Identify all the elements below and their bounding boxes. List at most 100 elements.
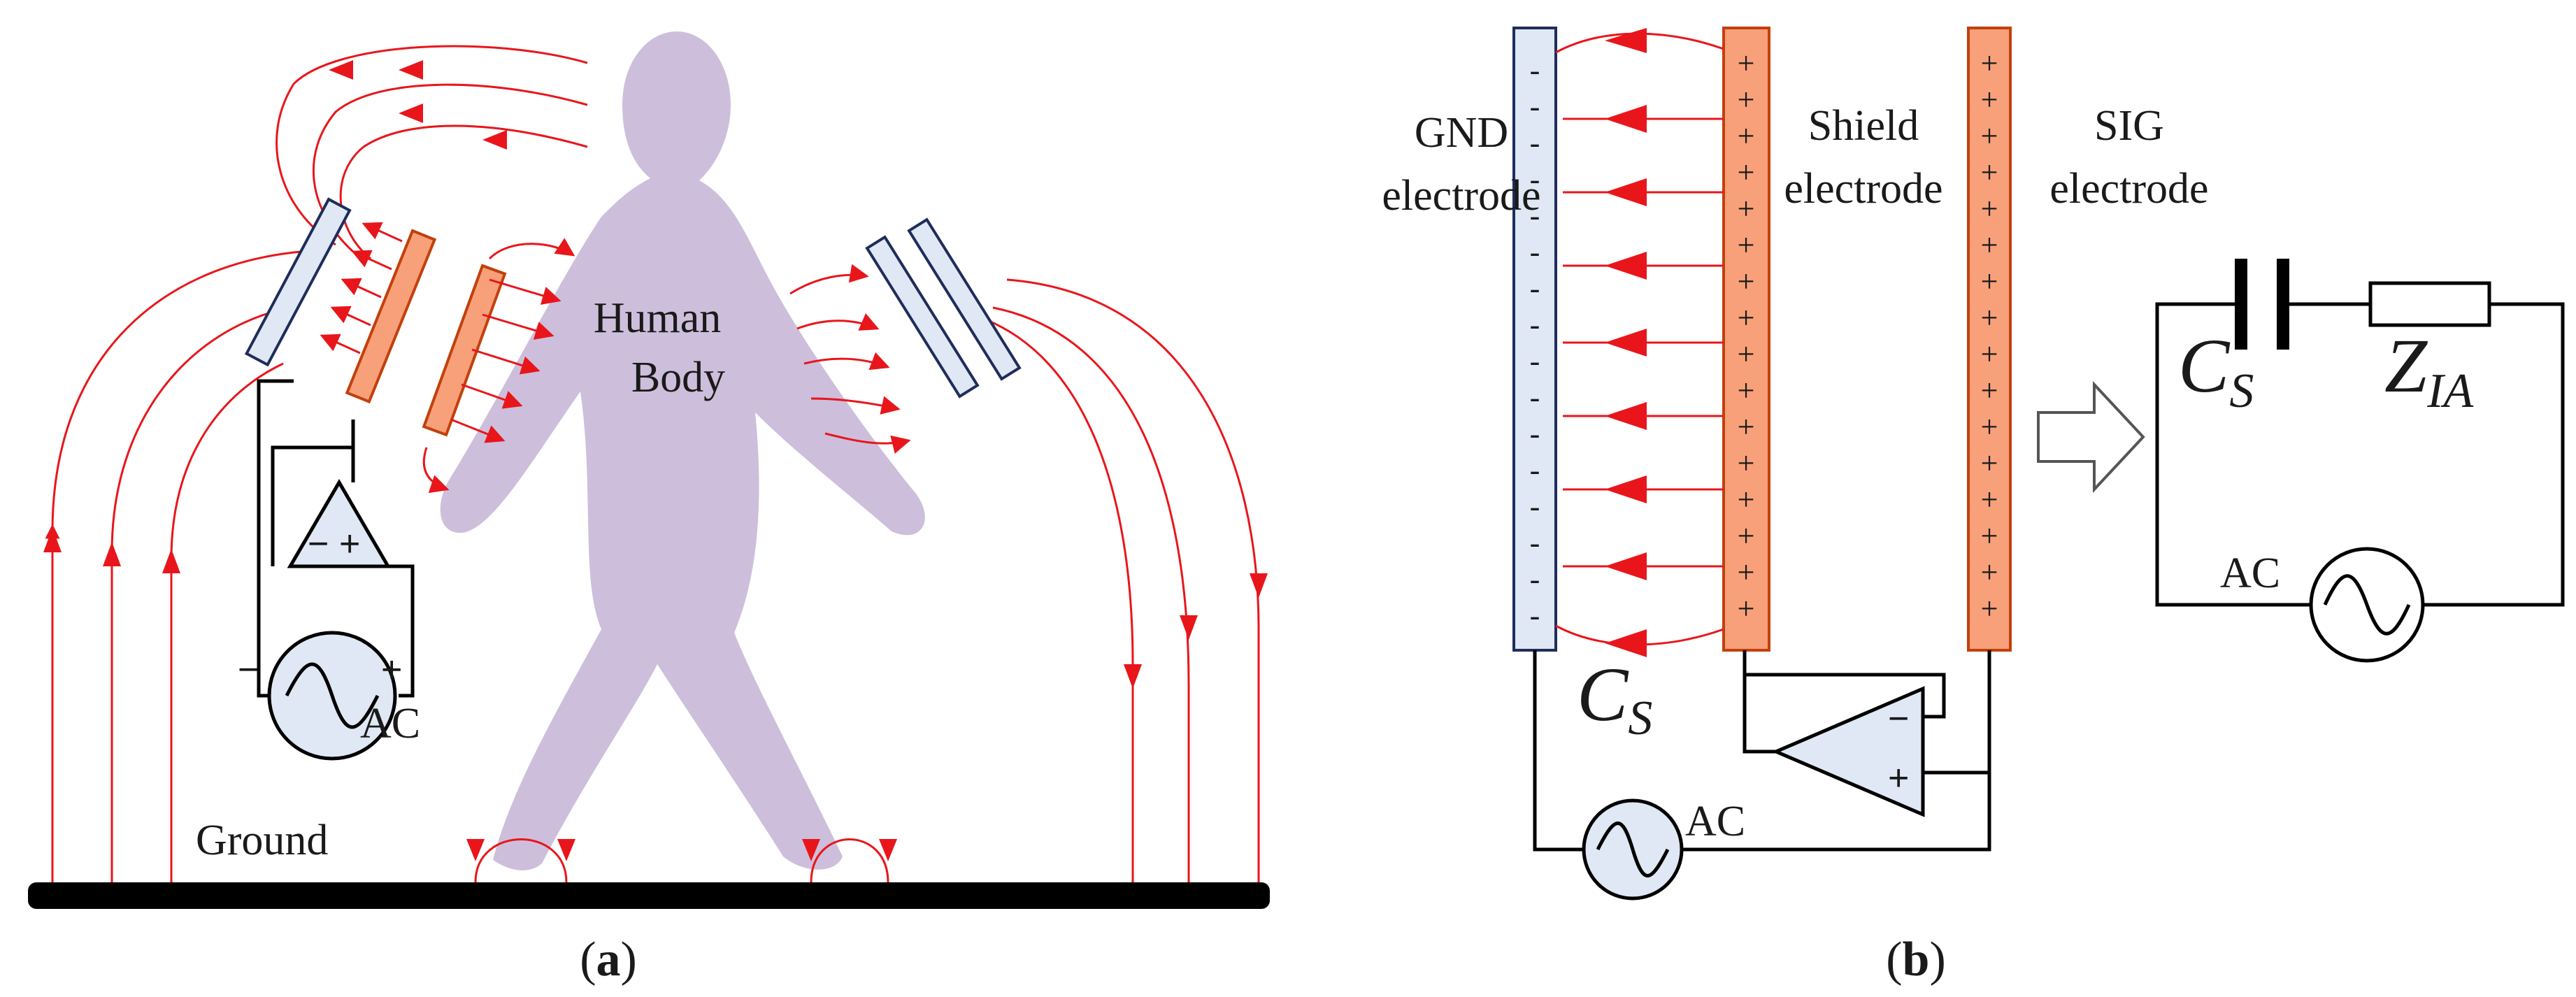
shield-charge-mark: + (1738, 410, 1755, 444)
gnd-charge-mark: - (1530, 235, 1540, 269)
sig-charge-mark: + (1981, 155, 1998, 189)
panel-b-cs-label: CS (1577, 652, 1652, 745)
sig-charge-mark: + (1981, 482, 1998, 517)
gnd-charge-mark: - (1530, 380, 1540, 415)
shield-charge-marks: ++++++++++++++++ (1738, 46, 1755, 626)
panel-a-op-amp-plus: + (339, 524, 360, 564)
foot-field-loops (474, 838, 889, 883)
shield-to-gnd-arrowheads (1605, 28, 1647, 657)
left-electrode-field-arrows (320, 222, 575, 494)
panel-a-op-amp-minus: − (308, 524, 329, 564)
sig-charge-marks: ++++++++++++++++ (1981, 46, 1998, 626)
equivalent-zia-label: ZIA (2384, 323, 2473, 418)
sig-charge-mark: + (1981, 301, 1998, 335)
right-return-arrows (1124, 573, 1268, 689)
sig-electrode-label-line1: SIG (2094, 102, 2164, 150)
shield-charge-mark: + (1738, 83, 1755, 117)
panel-b-op-amp (1771, 686, 1925, 817)
shield-charge-mark: + (1738, 155, 1755, 189)
equivalent-ac-label: AC (2220, 550, 2280, 597)
panel-b-ac-label: AC (1685, 798, 1745, 845)
right-arm-field-arrows (789, 264, 911, 454)
panel-b-op-amp-minus: − (1888, 698, 1909, 739)
gnd-charge-mark: - (1530, 417, 1540, 451)
gnd-charge-mark: - (1530, 162, 1540, 196)
panel-a-source-minus: − (238, 650, 259, 690)
gnd-charge-mark: - (1530, 598, 1540, 633)
ground-label: Ground (196, 817, 328, 864)
equivalent-circuit-wires (2155, 302, 2565, 607)
sig-charge-mark: + (1981, 192, 1998, 226)
panel-a-caption: (a) (580, 933, 637, 987)
gnd-charge-mark: - (1530, 344, 1540, 378)
body-side-electrode (422, 264, 507, 437)
foot-field-arrows (466, 839, 897, 861)
panel-a: Human Body Ground (28, 31, 1270, 987)
panel-a-op-amp (287, 479, 392, 568)
gnd-charge-mark: - (1530, 489, 1540, 524)
human-body-label-line2: Body (631, 354, 725, 401)
sig-charge-mark: + (1981, 373, 1998, 408)
panel-b-op-amp-plus: + (1888, 758, 1909, 798)
panel-a-ac-wave-icon (285, 662, 380, 729)
sig-charge-mark: + (1981, 591, 1998, 626)
gnd-charge-mark: - (1530, 308, 1540, 342)
gnd-charge-marks: ---------------- (1530, 53, 1540, 633)
gnd-charge-mark: - (1530, 526, 1540, 560)
shield-electrode-label-line2: electrode (1784, 165, 1942, 213)
gnd-charge-mark: - (1530, 453, 1540, 487)
panel-b-ac-wave-icon (1596, 822, 1670, 877)
gnd-charge-mark: - (1530, 89, 1540, 124)
sig-charge-mark: + (1981, 410, 1998, 444)
equivalent-ac-wave-icon (2323, 574, 2411, 636)
sig-charge-mark: + (1981, 46, 1998, 80)
panel-b: ---------------- ++++++++++++++++ ++++++… (1382, 27, 2209, 987)
left-return-arrows (43, 60, 507, 573)
hollow-arrow-icon (2037, 380, 2145, 494)
gnd-charge-mark: - (1530, 53, 1540, 87)
shield-charge-mark: + (1738, 192, 1755, 226)
human-body (440, 31, 925, 870)
gnd-charge-mark: - (1530, 126, 1540, 160)
left-gnd-electrode (244, 197, 352, 367)
shield-charge-mark: + (1738, 555, 1755, 589)
sig-charge-mark: + (1981, 83, 1998, 117)
shield-electrode-label-line1: Shield (1808, 102, 1919, 150)
panel-b-caption: (b) (1886, 933, 1946, 987)
shield-charge-mark: + (1738, 482, 1755, 517)
shield-charge-mark: + (1738, 119, 1755, 153)
right-outer-electrode (907, 217, 1022, 381)
gnd-charge-mark: - (1530, 271, 1540, 306)
panel-b-wiring (1533, 650, 1991, 852)
shield-charge-mark: + (1738, 301, 1755, 335)
equivalent-cs-label: CS (2178, 323, 2254, 418)
human-body-label-line1: Human (594, 294, 722, 342)
shield-charge-mark: + (1738, 228, 1755, 262)
ground-plate (28, 882, 1270, 909)
gnd-charge-mark: - (1530, 562, 1540, 596)
gnd-electrode-label-line1: GND (1415, 109, 1508, 157)
sig-charge-mark: + (1981, 228, 1998, 262)
sig-electrode-label-line2: electrode (2049, 165, 2208, 213)
panel-a-wiring (257, 379, 415, 698)
sig-charge-mark: + (1981, 264, 1998, 299)
sig-charge-mark: + (1981, 119, 1998, 153)
panel-a-source-plus: + (381, 650, 402, 690)
shield-charge-mark: + (1738, 373, 1755, 408)
right-body-electrode (865, 235, 980, 399)
panel-a-ac-label: AC (360, 700, 420, 747)
left-shield-electrode (345, 229, 437, 404)
shield-charge-mark: + (1738, 519, 1755, 553)
sig-charge-mark: + (1981, 446, 1998, 480)
shield-charge-mark: + (1738, 446, 1755, 480)
gnd-electrode-label-line2: electrode (1382, 172, 1540, 220)
sig-charge-mark: + (1981, 555, 1998, 589)
shield-charge-mark: + (1738, 591, 1755, 626)
equivalent-impedance (2368, 281, 2491, 327)
shield-charge-mark: + (1738, 46, 1755, 80)
shield-charge-mark: + (1738, 264, 1755, 299)
sig-charge-mark: + (1981, 519, 1998, 553)
sig-charge-mark: + (1981, 337, 1998, 371)
equivalent-circuit: CS ZIA AC (2037, 259, 2565, 663)
